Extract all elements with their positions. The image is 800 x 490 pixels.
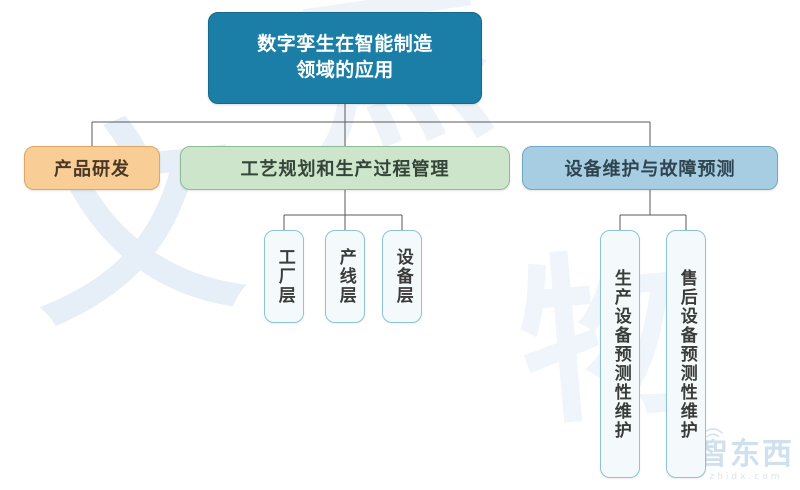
node-aftersales-equipment-predictive-maintenance-label: 售后设备预测性维护 [676,268,697,440]
root-node-label-line1: 数字孪生在智能制造 [257,33,433,56]
node-production-line-layer[interactable]: 产线层 [325,230,365,323]
node-production-line-layer-label: 产线层 [335,248,356,305]
site-watermark-logo: 智东西 zhidx.com [698,428,794,482]
node-equipment-layer[interactable]: 设备层 [382,230,422,323]
node-product-rnd[interactable]: 产品研发 [24,146,160,190]
node-equipment-maintenance-fault-prediction[interactable]: 设备维护与故障预测 [522,146,778,190]
watermark-logo-url: zhidx.com [709,472,783,482]
watermark-character-1: 文 [17,91,253,358]
node-process-planning-production-management[interactable]: 工艺规划和生产过程管理 [180,146,510,190]
root-node-label-line2: 领域的应用 [296,59,394,81]
watermark-logo-text: 智东西 [698,437,794,472]
node-equipment-maintenance-label: 设备维护与故障预测 [564,159,736,180]
root-node-digital-twin-application[interactable]: 数字孪生在智能制造 领域的应用 [208,12,482,104]
node-production-equipment-predictive-maintenance-label: 生产设备预测性维护 [610,268,631,440]
node-product-rnd-label: 产品研发 [54,159,130,180]
node-factory-layer-label: 工厂层 [274,248,295,305]
node-aftersales-equipment-predictive-maintenance[interactable]: 售后设备预测性维护 [666,230,706,478]
node-process-planning-label: 工艺规划和生产过程管理 [240,159,450,180]
node-factory-layer[interactable]: 工厂层 [264,230,304,323]
node-equipment-layer-label: 设备层 [392,248,413,305]
node-production-equipment-predictive-maintenance[interactable]: 生产设备预测性维护 [600,230,640,478]
